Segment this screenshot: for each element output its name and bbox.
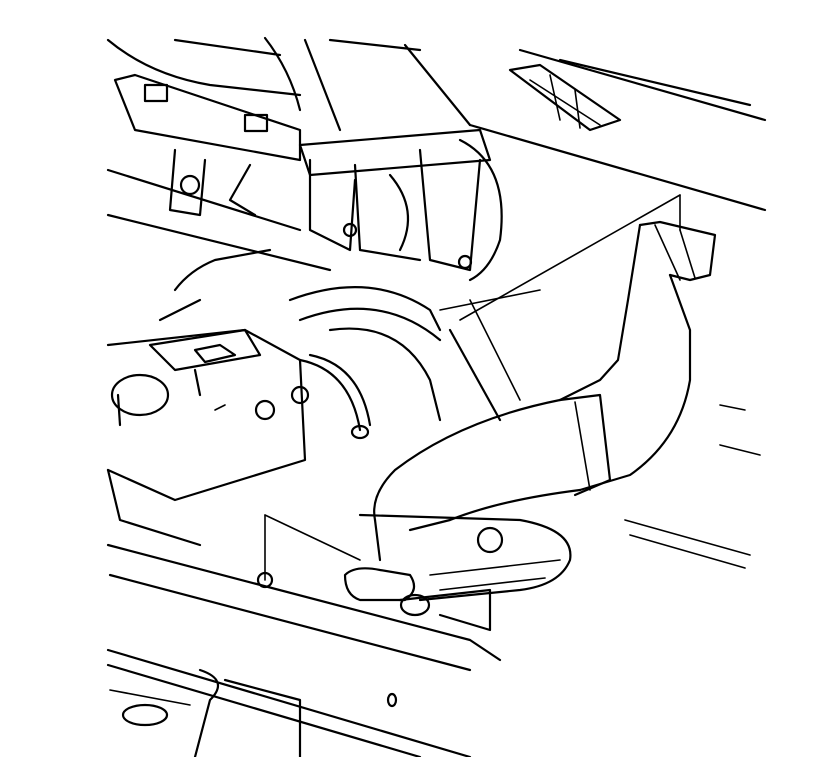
bracket-slot-left [143,83,169,103]
leader-lines [256,194,681,589]
bolt-icon [179,174,201,196]
vent-grille [508,63,622,132]
grommet-icon [290,385,310,405]
fastener-icon [457,254,473,270]
brake-line [298,353,372,440]
floor-sill [106,543,502,757]
upper-body-panel [106,36,767,272]
rear-air-duct [373,220,717,562]
grommet-icon [254,399,276,421]
bracket-slot-right [243,113,269,133]
right-floor-panel [624,404,761,569]
stud-icon [116,393,122,427]
upper-bracket [113,73,492,217]
floor-tunnel [158,248,541,422]
fastener-icon [342,222,358,238]
stud-icon [193,368,202,397]
duct-outlet [343,513,572,632]
floor-crossmember [106,328,310,547]
duct-junction-upper [228,138,503,282]
